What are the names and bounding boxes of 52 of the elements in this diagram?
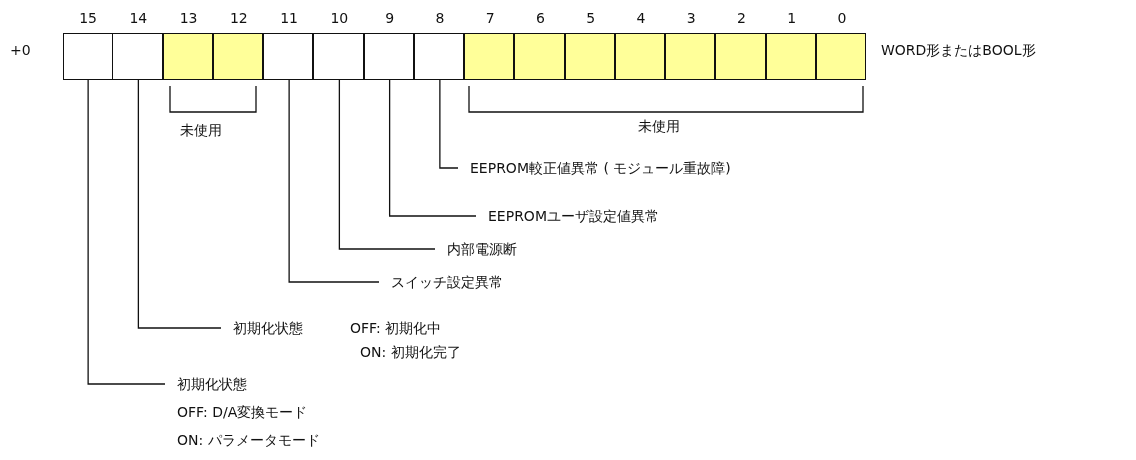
bit-cell xyxy=(514,33,565,80)
bit-cell xyxy=(815,33,866,80)
leader-line xyxy=(87,79,166,385)
bit-number: 1 xyxy=(787,9,797,27)
bit-description: ON: パラメータモード xyxy=(177,431,320,449)
bit-number: 5 xyxy=(586,9,596,27)
offset-label: +0 xyxy=(10,41,31,59)
bit-name: スイッチ設定異常 xyxy=(391,273,503,291)
bit-cell xyxy=(313,33,364,80)
bit-number: 8 xyxy=(435,9,445,27)
leader-line xyxy=(288,79,380,283)
bit-cell xyxy=(413,33,464,80)
bit-name: 初期化状態 xyxy=(233,319,303,337)
bit-number: 7 xyxy=(485,9,495,27)
bit-number: 2 xyxy=(736,9,746,27)
bit-name: EEPROM較正値異常 ( モジュール重故障) xyxy=(470,159,731,177)
bit-description: OFF: D/A変換モード xyxy=(177,403,308,421)
bit-cell xyxy=(363,33,414,80)
bit-number: 0 xyxy=(837,9,847,27)
bit-number: 9 xyxy=(385,9,395,27)
bit-cell xyxy=(112,33,163,80)
bit-number: 11 xyxy=(280,9,299,27)
bit-cell xyxy=(715,33,766,80)
bit-number: 14 xyxy=(129,9,148,27)
bit-cell xyxy=(765,33,816,80)
bit-description: OFF: 初期化中 xyxy=(350,319,442,337)
bit-description: ON: 初期化完了 xyxy=(360,343,461,361)
bit-number: 6 xyxy=(535,9,545,27)
bit-cell xyxy=(614,33,665,80)
bit-cell xyxy=(564,33,615,80)
bit-cell xyxy=(665,33,716,80)
bit-number: 3 xyxy=(686,9,696,27)
unused-label: 未使用 xyxy=(180,121,222,139)
bit-name: 初期化状態 xyxy=(177,375,247,393)
unused-label: 未使用 xyxy=(638,117,680,135)
bit-cell xyxy=(63,33,114,80)
bit-cell xyxy=(263,33,314,80)
leader-line xyxy=(137,79,222,329)
data-type-label: WORD形またはBOOL形 xyxy=(881,41,1036,59)
bit-number: 15 xyxy=(79,9,98,27)
bit-number: 4 xyxy=(636,9,646,27)
bit-number: 13 xyxy=(179,9,198,27)
bit-number: 12 xyxy=(229,9,248,27)
leader-line xyxy=(389,79,477,217)
bit-name: EEPROMユーザ設定値異常 xyxy=(488,207,659,225)
bit-name: 内部電源断 xyxy=(447,240,517,258)
leader-line xyxy=(439,79,459,169)
bit-cell xyxy=(212,33,263,80)
bit-number: 10 xyxy=(330,9,349,27)
leader-line xyxy=(338,79,436,250)
bit-cell xyxy=(464,33,515,80)
bit-cell xyxy=(162,33,213,80)
